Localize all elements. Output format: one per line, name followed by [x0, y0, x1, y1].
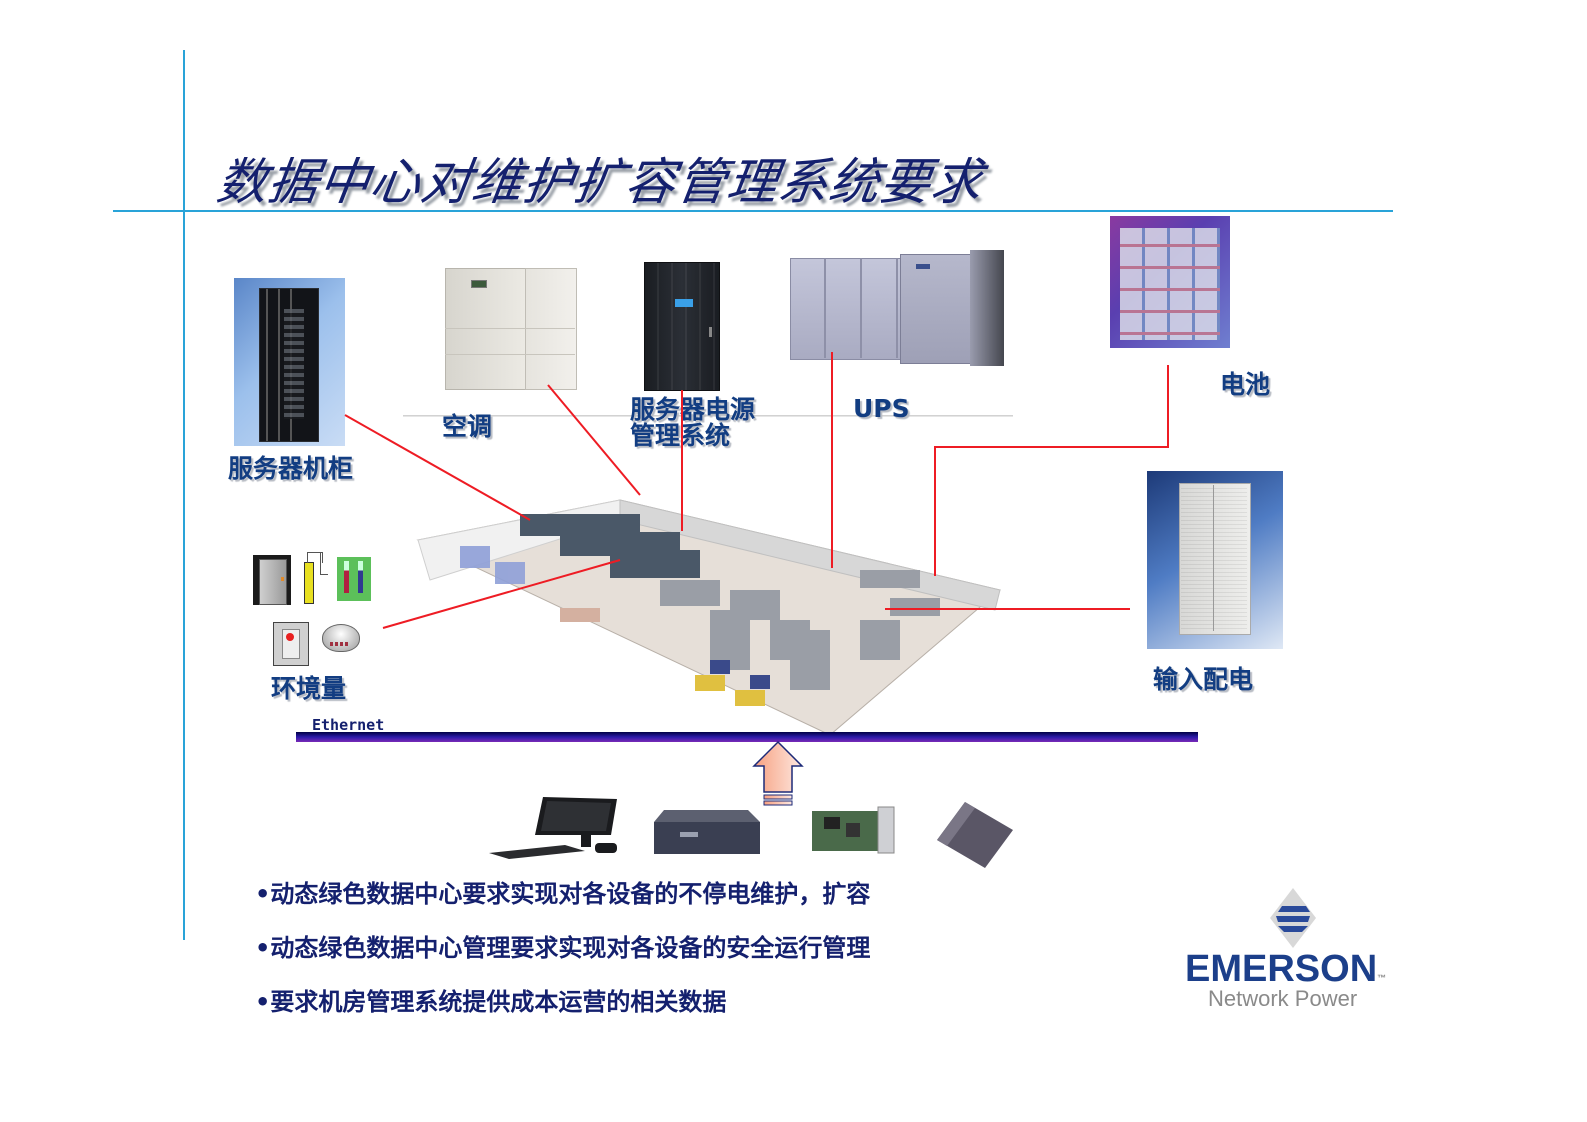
emerson-logo-wordmark: EMERSON™ [1185, 948, 1387, 990]
network-card-icon [812, 806, 895, 854]
server-rack-label: 服务器机柜 [228, 454, 354, 483]
battery-label: 电池 [1220, 370, 1271, 399]
air-conditioner-label: 空调 [442, 412, 493, 441]
accent-vertical-line [183, 50, 185, 940]
server-power-label-line1: 服务器电源 [630, 395, 756, 424]
input-power-label: 输入配电 [1153, 665, 1254, 694]
water-leak-sensor-icon [302, 548, 332, 604]
datacenter-floorplan-illustration [416, 499, 1002, 736]
ups-photo [790, 250, 1006, 368]
monitor-pc-icon [489, 797, 617, 859]
bullet-item-1: •动态绿色数据中心要求实现对各设备的不停电维护，扩容 [255, 880, 871, 908]
alarm-button-icon [273, 622, 309, 666]
ethernet-label: Ethernet [312, 716, 385, 734]
battery-bank-photo [1110, 216, 1230, 348]
software-disk-icon [937, 802, 1013, 868]
accent-horizontal-line [113, 210, 1393, 212]
bullet-item-2: •动态绿色数据中心管理要求实现对各设备的安全运行管理 [255, 934, 871, 962]
emerson-logo-icon [1270, 888, 1316, 948]
server-power-label-line2: 管理系统 [630, 421, 731, 450]
thermometer-icon [337, 557, 371, 601]
power-cabinet-photo [644, 262, 720, 391]
emerson-logo-subtitle: Network Power [1208, 986, 1358, 1011]
smoke-detector-icon [320, 622, 360, 656]
bullet-item-3: •要求机房管理系统提供成本运营的相关数据 [255, 988, 727, 1016]
environment-label: 环境量 [271, 674, 347, 703]
equipment-shelf-line [403, 415, 1013, 417]
ethernet-bus [296, 732, 1198, 742]
precision-ac-photo [445, 268, 577, 393]
distribution-cabinet-photo [1147, 471, 1283, 649]
monitoring-unit-icon [654, 810, 760, 854]
upload-arrow-icon [752, 740, 804, 806]
door-sensor-icon [253, 555, 291, 605]
ups-label: UPS [853, 394, 910, 423]
server-rack-photo [234, 278, 345, 446]
